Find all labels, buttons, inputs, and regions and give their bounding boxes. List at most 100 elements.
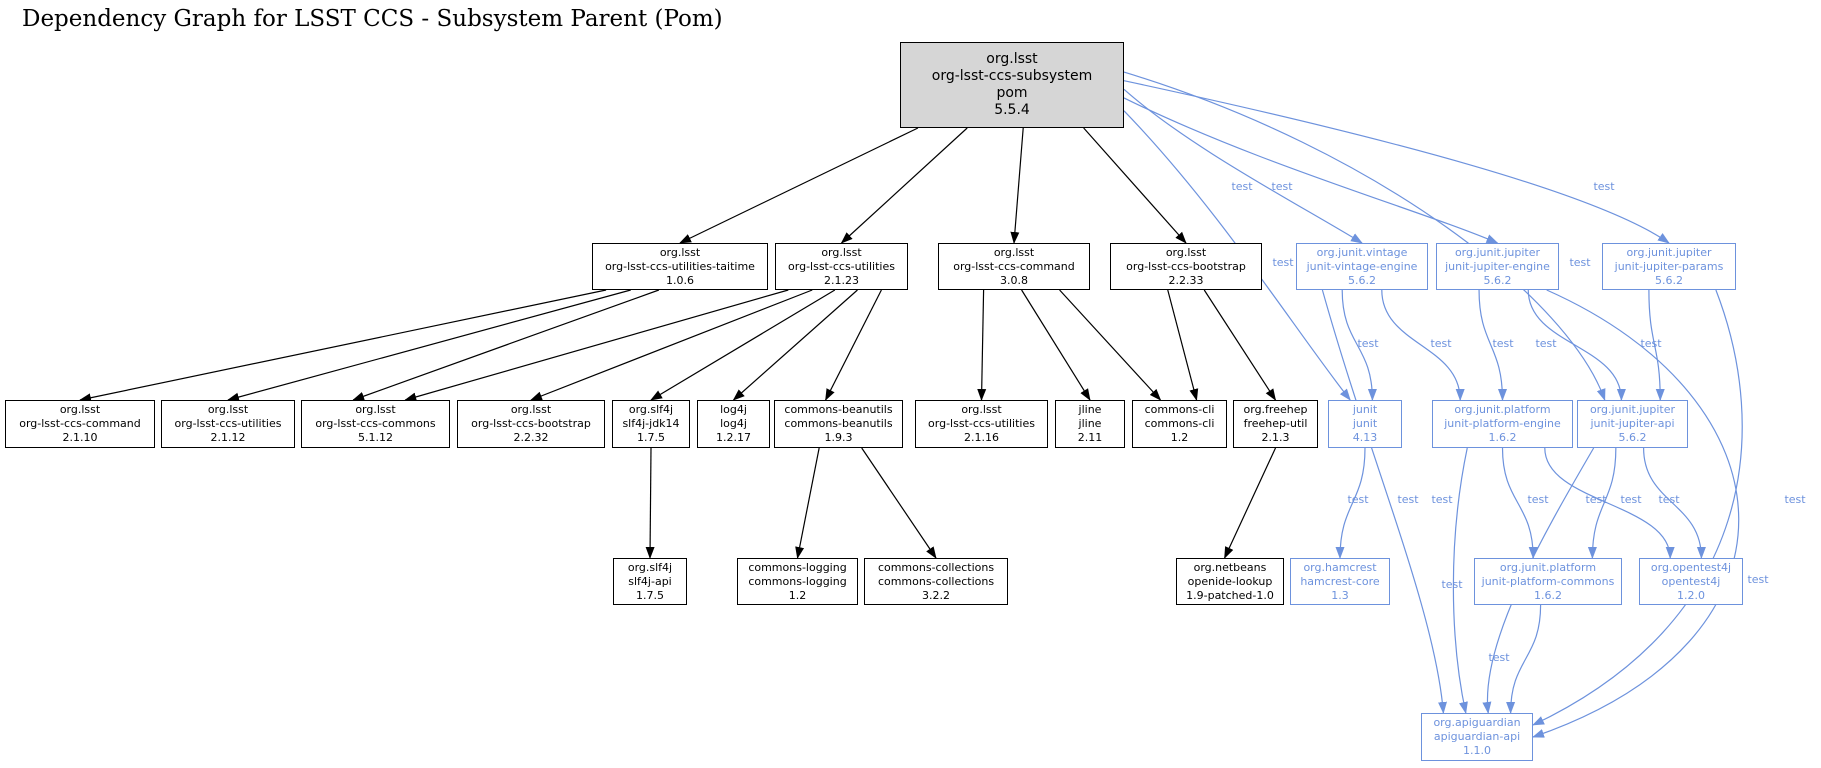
node-label-line: org.lsst <box>986 51 1038 67</box>
node-label-line: 1.6.2 <box>1534 588 1562 602</box>
node-label-line: junit-platform-commons <box>1481 574 1615 588</box>
node-label-line: junit <box>1352 417 1378 430</box>
node-label-line: org.lsst <box>207 403 249 416</box>
edge-command308-commonsCli <box>1059 289 1162 401</box>
node-label-line: commons-cli <box>1144 403 1215 416</box>
edge-junit-hamcrest <box>1335 447 1366 559</box>
node-label-line: 3.0.8 <box>1000 273 1028 287</box>
edge-utilities223-log4j <box>732 289 858 401</box>
edge-command308-jline <box>1021 289 1091 401</box>
test-edge-label: test <box>1747 573 1769 586</box>
node-label-line: 2.11 <box>1077 431 1103 444</box>
node-label-line: log4j <box>720 403 747 416</box>
node-label-line: org-lsst-ccs-command <box>19 417 141 430</box>
node-label-line: commons-logging <box>748 574 847 588</box>
node-label-line: 1.1.0 <box>1463 744 1491 757</box>
node-label-line: commons-beanutils <box>784 403 893 416</box>
node-label-line: junit <box>1352 403 1378 416</box>
edge-root-utilities223 <box>840 127 968 244</box>
node-label-line: org.junit.jupiter <box>1454 245 1541 259</box>
test-edge-label: test <box>1488 651 1510 664</box>
node-label-line: 1.6.2 <box>1488 431 1517 444</box>
node-label-line: log4j <box>720 417 747 430</box>
node-label-line: jline <box>1078 403 1102 416</box>
node-label-line: 1.0.6 <box>666 273 694 287</box>
edge-platformCommons-apiguardian <box>1506 604 1542 714</box>
test-edge-label: test <box>1535 337 1557 350</box>
edge-platformEngine-opentest4j <box>1544 447 1675 559</box>
node-label-line: commons-logging <box>748 560 847 574</box>
node-label-line: 1.2.17 <box>716 431 751 444</box>
node-label-line: 5.6.2 <box>1483 273 1512 287</box>
test-edge-label: test <box>1492 337 1514 350</box>
edge-platformEngine-platformCommons <box>1501 447 1538 559</box>
edge-utilities223-beanutils <box>825 289 882 401</box>
node-label-line: 1.2 <box>1170 431 1189 444</box>
node-label-line: commons-beanutils <box>784 417 893 430</box>
node-label-line: org.hamcrest <box>1303 560 1377 574</box>
edge-beanutils-commonsCollections <box>861 447 937 559</box>
test-edge-label: test <box>1585 493 1607 506</box>
node-label-line: org.netbeans <box>1193 560 1267 574</box>
edge-root-jupiterApi <box>1123 71 1606 401</box>
edge-root-jupiterParams <box>1123 80 1670 244</box>
test-edge-label: test <box>1347 493 1369 506</box>
node-label-line: org.lsst <box>355 403 396 416</box>
test-edge-label: test <box>1593 180 1615 193</box>
node-label-line: slf4j-jdk14 <box>622 417 680 430</box>
node-label-line: junit-jupiter-params <box>1614 259 1724 273</box>
node-label-line: commons-collections <box>877 574 995 588</box>
node-label-line: org-lsst-ccs-command <box>953 259 1075 273</box>
edge-utilities223-bootstrap2232 <box>530 289 813 401</box>
test-edge-label: test <box>1620 493 1642 506</box>
node-label-line: org.junit.platform <box>1499 560 1597 574</box>
node-label-line: 5.1.12 <box>358 431 393 444</box>
test-edge-label: test <box>1441 578 1463 591</box>
node-label-line: org.junit.platform <box>1454 403 1551 416</box>
node-label-line: org-lsst-ccs-subsystem <box>931 68 1093 84</box>
test-edge-label: test <box>1397 493 1419 506</box>
node-label-line: org.lsst <box>59 403 101 416</box>
node-label-line: 2.1.10 <box>62 431 98 444</box>
test-edge-label: test <box>1640 337 1662 350</box>
edge-bootstrap233-commonsCli <box>1167 289 1199 401</box>
node-label-line: openide-lookup <box>1187 574 1273 588</box>
node-label-line: 1.2.0 <box>1677 588 1705 602</box>
node-label-line: 2.1.16 <box>964 431 999 444</box>
node-label-line: org-lsst-ccs-utilities <box>928 417 1035 430</box>
test-edge-label: test <box>1272 256 1294 269</box>
node-label-line: opentest4j <box>1661 574 1721 588</box>
test-edge-label: test <box>1784 493 1806 506</box>
node-label-line: org-lsst-ccs-utilities-taitime <box>605 259 755 273</box>
edge-taitime-utilities2112 <box>227 289 631 402</box>
test-edge-label: test <box>1430 337 1452 350</box>
edge-command308-utilities2116 <box>977 289 987 401</box>
node-label-line: 5.6.2 <box>1618 431 1647 444</box>
edge-root-bootstrap233 <box>1083 127 1187 244</box>
node-label-line: junit-platform-engine <box>1444 417 1561 430</box>
test-edge-label: test <box>1271 180 1293 193</box>
